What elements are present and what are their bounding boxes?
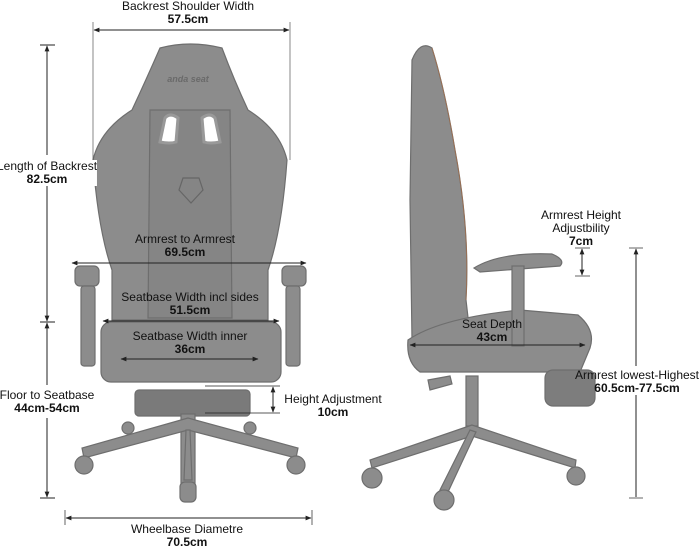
mechanism [134,389,251,417]
dim-value: 7cm [568,234,594,248]
wheel [566,466,586,486]
armrest-pad-left [74,265,100,287]
dim-label: Seatbase Width inner [132,329,248,343]
side-view-chair [361,45,596,511]
dim-value: 36cm [174,342,206,356]
dim-label: Armrest Height [540,208,622,222]
dim-label: Wheelbase Diametre [130,522,244,536]
dim-value: 60.5cm-77.5cm [594,381,680,395]
side-gas-lift [465,375,479,427]
brand-logo: anda seat [167,74,209,84]
side-armrest [472,253,563,273]
side-seat [407,309,593,373]
dim-value: 70.5cm [166,535,208,547]
logo-emblem-icon [178,177,204,204]
headrest-slot-right [200,113,222,145]
dim-value: 57.5cm [167,12,209,26]
wheel [433,489,455,511]
front-view-chair [74,43,307,503]
headrest-slot-left [158,113,180,145]
dimension-lines [40,22,643,525]
armrest-pad-right [281,265,307,287]
armrest-post-left [80,285,96,367]
dim-label: Seatbase Width incl sides [121,290,259,304]
dim-value: 44cm-54cm [14,401,80,415]
wheel [361,467,383,489]
dim-value: 10cm [317,405,349,419]
wheel [179,481,197,503]
dim-label: Seat Depth [461,317,523,331]
dim-value: 43cm [476,330,508,344]
dim-value: 69.5cm [164,245,206,259]
dim-label: Height Adjustment [284,392,382,406]
wheel [286,455,306,475]
dim-label: Adjustbility [552,221,610,235]
dim-value: 51.5cm [169,303,211,317]
dim-label: Armrest to Armrest [134,232,236,246]
armrest-post-right [285,285,301,367]
wheel [74,455,94,475]
backrest-center-panel [147,109,233,319]
footrest [544,369,596,407]
dim-label: Backrest Shoulder Width [121,0,255,13]
dim-label: Length of Backrest [0,159,98,173]
dim-label: Armrest lowest-Highest [574,368,700,382]
dim-value: 82.5cm [26,172,68,186]
dim-label: Floor to Seatbase [0,388,95,402]
side-backrest [409,45,471,341]
